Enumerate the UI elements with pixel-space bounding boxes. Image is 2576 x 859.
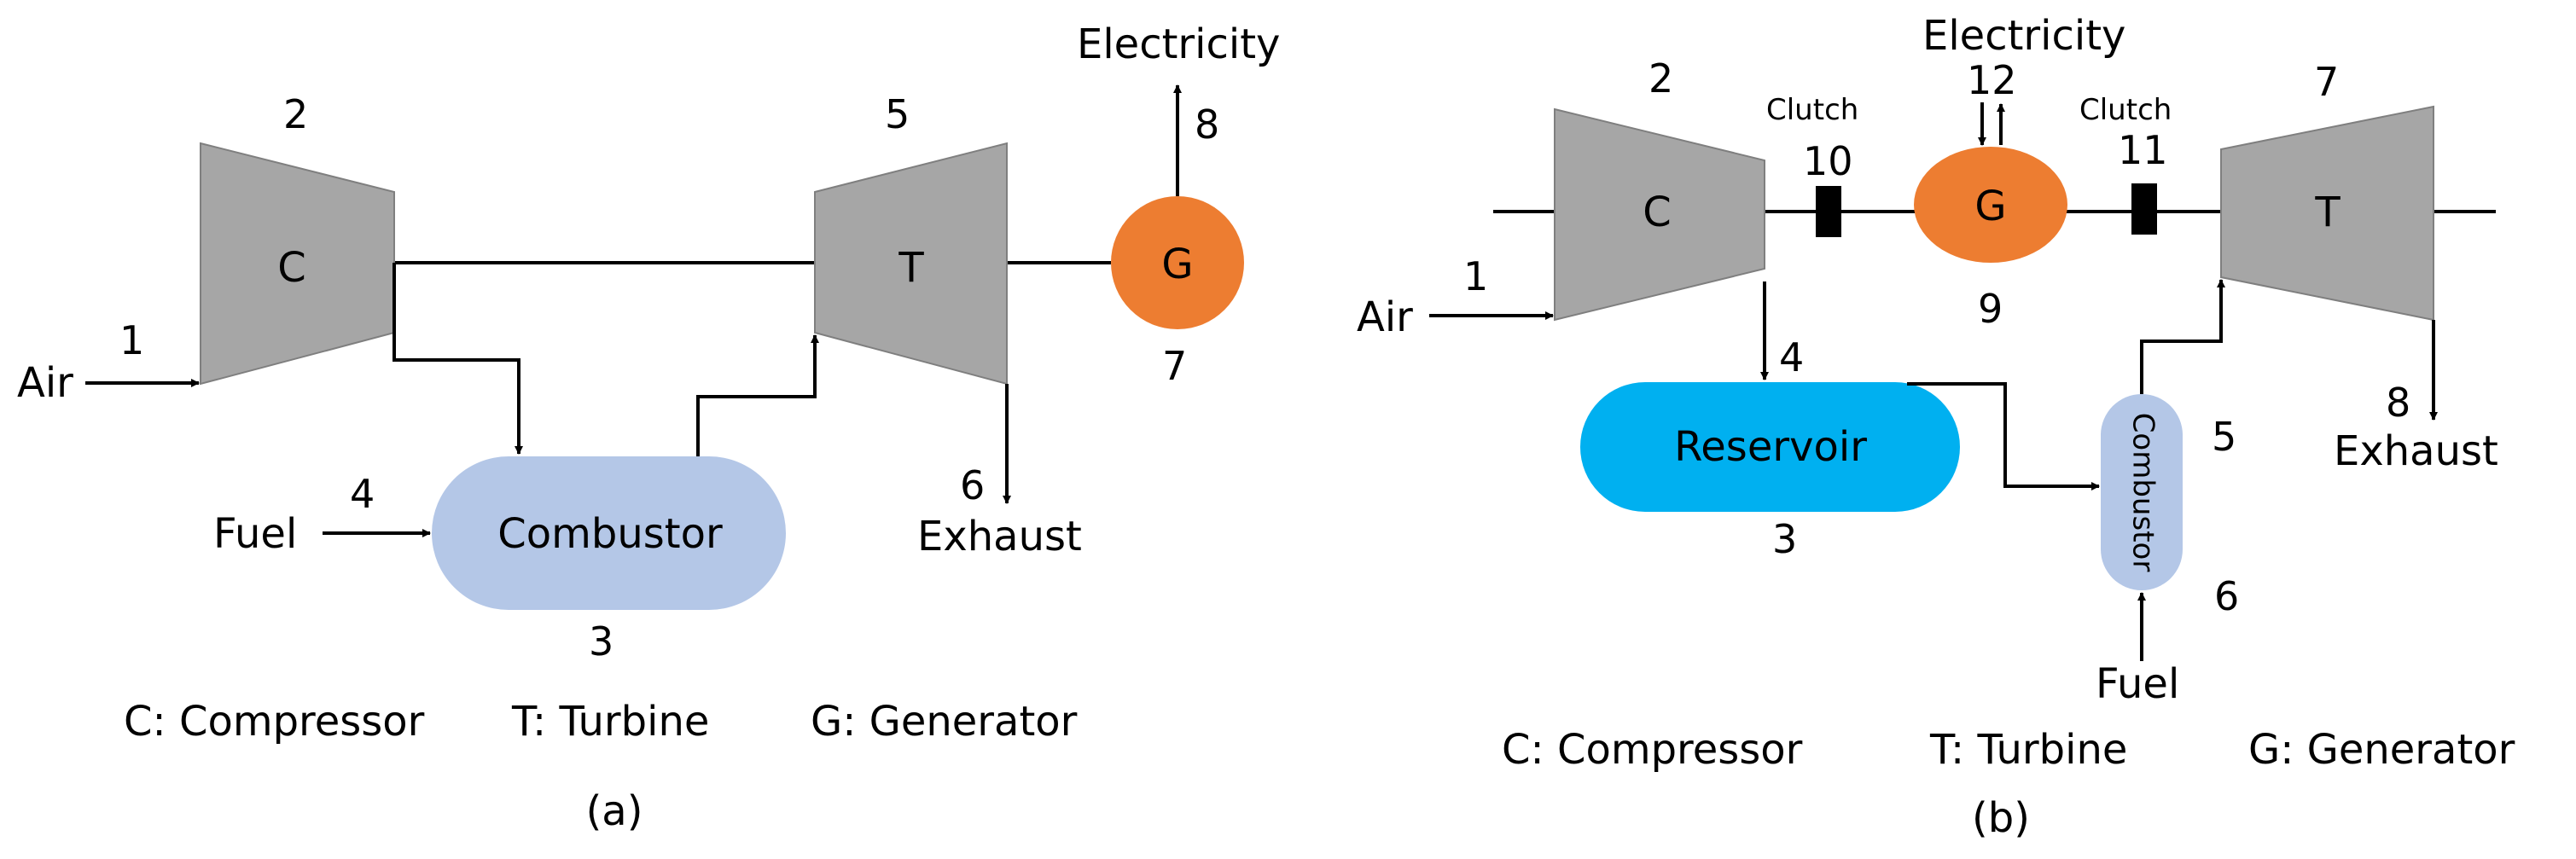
air-label-b: Air — [1357, 293, 1413, 341]
legend-turbine-a: T: Turbine — [511, 698, 709, 746]
combustor-label-a: Combustor — [497, 510, 723, 558]
state-number: 5 — [885, 91, 910, 137]
state-number: 10 — [1803, 138, 1853, 184]
legend-compressor-a: C: Compressor — [124, 698, 425, 746]
fuel-label-b: Fuel — [2096, 660, 2179, 708]
electricity-label-a: Electricity — [1077, 20, 1280, 68]
fuel-label-a: Fuel — [213, 510, 297, 558]
caption-b: (b) — [1972, 794, 2030, 842]
generator-a — [1111, 196, 1244, 329]
state-number: 7 — [1162, 343, 1187, 389]
turbine-letter-b: T — [2314, 189, 2340, 236]
turbine-letter-a: T — [898, 244, 924, 292]
state-number: 12 — [1967, 57, 2017, 103]
combustor-to-turbine-arrow-b — [2140, 279, 2225, 394]
air-label-a: Air — [17, 359, 73, 407]
state-number: 6 — [960, 462, 985, 508]
state-number: 2 — [283, 91, 308, 137]
state-number: 4 — [1779, 334, 1804, 380]
generator-b — [1914, 147, 2067, 263]
clutch-right-b — [2131, 183, 2157, 235]
electricity-label-b: Electricity — [1922, 12, 2125, 60]
clutch-label-right-b: Clutch — [2079, 93, 2172, 127]
state-number: 2 — [1649, 55, 1673, 102]
state-number: 6 — [2214, 573, 2239, 619]
legend-turbine-b: T: Turbine — [1929, 726, 2127, 774]
state-number: 1 — [119, 317, 144, 363]
clutch-label-left-b: Clutch — [1766, 93, 1858, 127]
legend-generator-b: G: Generator — [2248, 726, 2515, 774]
state-number: 5 — [2212, 414, 2236, 460]
compressor-b — [1554, 107, 1765, 322]
generator-letter-b: G — [1974, 183, 2006, 230]
panel-b: C G T Reservoir Combustor Air Fuel Exhau… — [1357, 12, 2515, 842]
state-number: 8 — [1195, 102, 1219, 148]
state-number: 11 — [2118, 127, 2168, 173]
combustor-label-b: Combustor — [2126, 413, 2160, 572]
state-number: 3 — [589, 618, 613, 665]
clutch-left-b — [1816, 186, 1841, 237]
panel-a: C T G Combustor Air Fuel Exhaust Electri… — [17, 20, 1280, 835]
combustor-to-turbine-arrow-a — [696, 334, 819, 456]
state-number: 4 — [350, 471, 375, 517]
combustor-b — [2101, 394, 2183, 590]
combustor-a — [432, 456, 786, 610]
state-number: 1 — [1463, 253, 1488, 299]
state-number: 3 — [1772, 516, 1797, 562]
caption-a: (a) — [586, 787, 643, 835]
legend-generator-a: G: Generator — [811, 698, 1078, 746]
state-number: 8 — [2386, 380, 2410, 426]
state-number: 9 — [1978, 286, 2003, 332]
compressor-to-combustor-arrow-a — [393, 263, 523, 455]
compressor-letter-b: C — [1643, 189, 1672, 236]
exhaust-label-a: Exhaust — [917, 513, 1082, 560]
reservoir-to-combustor-arrow-b — [1907, 382, 2100, 490]
exhaust-label-b: Exhaust — [2334, 427, 2498, 475]
state-number: 7 — [2314, 59, 2339, 105]
compressor-letter-a: C — [277, 244, 306, 292]
generator-letter-a: G — [1161, 241, 1193, 288]
reservoir-b — [1580, 382, 1960, 512]
legend-compressor-b: C: Compressor — [1502, 726, 1803, 774]
reservoir-label-b: Reservoir — [1674, 423, 1867, 471]
